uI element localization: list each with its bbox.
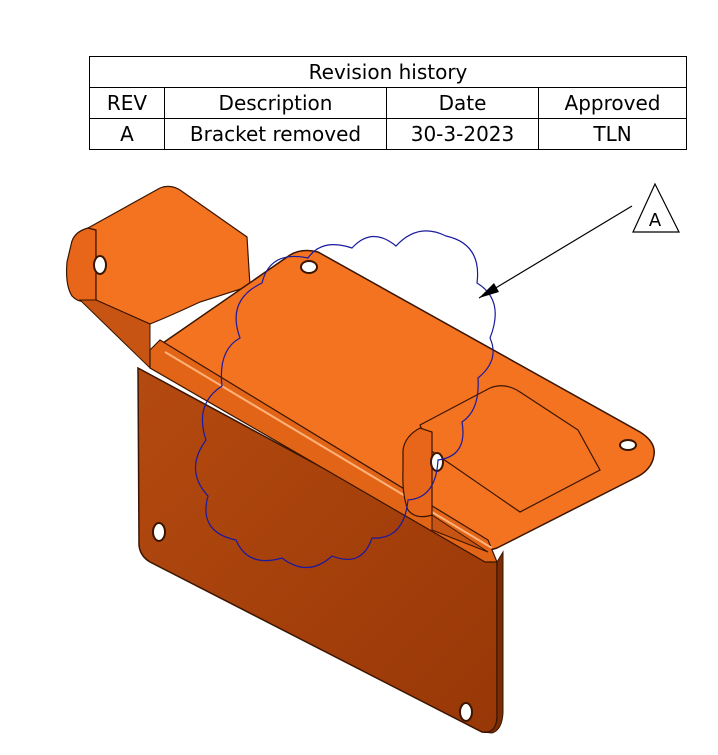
table-row: A Bracket removed 30-3-2023 TLN <box>89 118 688 150</box>
revision-cloud <box>194 230 496 569</box>
right-tab-top <box>419 385 601 513</box>
revision-triangle <box>632 182 680 233</box>
left-tab-top <box>86 185 251 325</box>
callout-leader <box>478 205 633 299</box>
hole-top-plate-right <box>619 439 637 451</box>
right-tab-side <box>431 514 489 553</box>
hole-flange-right <box>459 702 473 722</box>
revision-table-title-row: Revision history <box>88 56 688 88</box>
header-rev: REV <box>89 87 165 119</box>
cell-approved: TLN <box>537 118 688 150</box>
bracket-part <box>65 185 655 734</box>
revision-triangle-label: A <box>649 210 662 231</box>
vertical-flange-edge <box>481 550 504 734</box>
bend-highlight <box>164 351 493 549</box>
header-description: Description <box>164 87 387 119</box>
cell-description: Bracket removed <box>164 118 387 150</box>
revision-table-title: Revision history <box>88 56 688 88</box>
hole-flange-left <box>152 522 166 542</box>
callout-arrowhead <box>479 283 499 298</box>
revision-history-table: Revision history REV Description Date Ap… <box>88 56 688 150</box>
hole-left-tab <box>93 255 107 275</box>
hole-top-plate-left <box>300 260 318 274</box>
left-tab-end <box>65 227 97 303</box>
cell-rev: A <box>89 118 165 150</box>
